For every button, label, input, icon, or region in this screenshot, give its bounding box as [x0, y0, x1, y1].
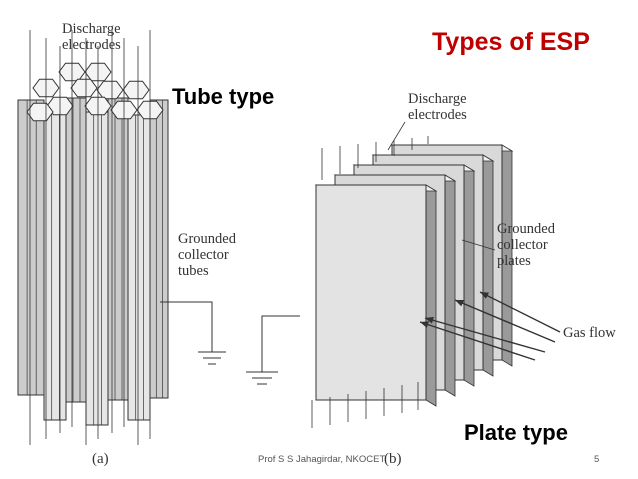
plate-discharge-label-line2: electrodes	[408, 107, 467, 123]
tube-hexagon-top	[26, 102, 54, 122]
collector-tube	[107, 97, 129, 401]
collector-tube	[43, 111, 67, 421]
grounded-collector-plate	[315, 184, 427, 401]
collector-tube	[127, 114, 151, 421]
collector-tube	[65, 97, 87, 403]
discharge-pointer	[387, 121, 406, 151]
plate-collector-label-line1: Grounded	[497, 221, 555, 237]
tube-caption: (a)	[92, 451, 109, 467]
gas-flow-arrow-shaft	[424, 317, 546, 353]
slide-footer: Prof S S Jahagirdar, NKOCET	[258, 454, 386, 465]
collector-tube	[17, 99, 45, 396]
plate-caption: (b)	[384, 451, 402, 467]
gas-flow-arrow-shaft	[419, 321, 536, 361]
collector-pointer	[461, 239, 496, 251]
plate-discharge-label-line1: Discharge	[408, 91, 467, 107]
plate-collector-label-line2: collector	[497, 237, 548, 253]
tube-collector-label-line1: Grounded	[178, 231, 236, 247]
ground-wire-right	[261, 315, 300, 372]
tube-discharge-label-line1: Discharge	[62, 21, 121, 37]
gas-flow-arrow-shaft	[479, 291, 561, 333]
collector-tube	[85, 111, 109, 426]
gas-flow-arrow-head	[425, 316, 434, 324]
plate-type-illustration	[246, 121, 561, 428]
slide-number: 5	[594, 454, 600, 465]
gas-flow-label: Gas flow	[563, 325, 616, 341]
slide-title: Types of ESP	[432, 28, 590, 56]
gas-flow-arrow-head	[455, 300, 464, 307]
plate-type-heading: Plate type	[464, 420, 568, 445]
collector-plate-edge	[425, 184, 437, 407]
collector-plate-edge	[463, 164, 475, 387]
collector-tube	[149, 99, 169, 399]
tube-collector-label-line2: collector	[178, 247, 229, 263]
tube-type-heading: Tube type	[172, 84, 275, 109]
tube-hexagon-top	[122, 80, 150, 100]
gas-flow-arrow-shaft	[454, 299, 556, 343]
gas-flow-arrow-head	[420, 321, 429, 328]
collector-plate-edge	[444, 174, 456, 397]
tube-type-illustration	[17, 30, 226, 445]
plate-collector-label-line3: plates	[497, 253, 531, 269]
tube-hexagon-top	[96, 80, 124, 100]
ground-wire-left	[160, 301, 213, 352]
tube-discharge-label-line2: electrodes	[62, 37, 121, 53]
gas-flow-arrow-head	[480, 292, 489, 299]
tube-hexagon-top	[70, 78, 98, 98]
tube-collector-label-line3: tubes	[178, 263, 209, 279]
